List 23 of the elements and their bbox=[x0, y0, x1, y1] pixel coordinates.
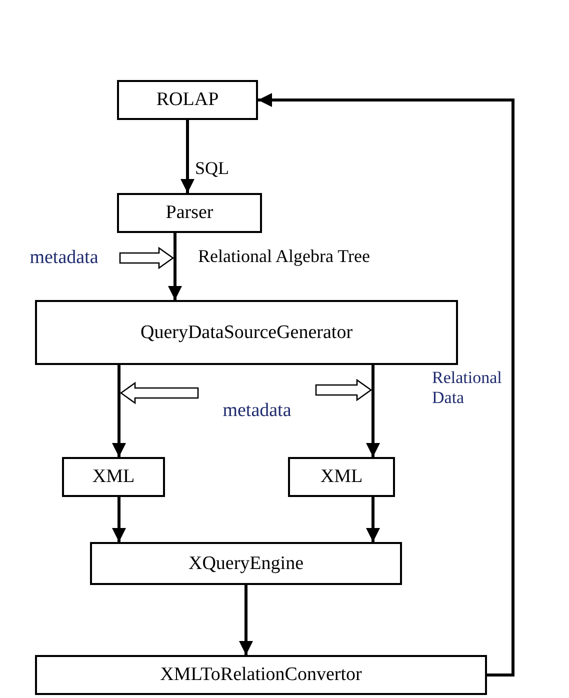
hollow-arrow bbox=[315, 378, 372, 402]
annotation-text: metadata bbox=[8, 245, 120, 271]
process-box: ROLAP bbox=[117, 80, 258, 120]
arrow bbox=[180, 120, 194, 193]
process-box: XML bbox=[288, 457, 395, 497]
edge-label: Relational Algebra Tree bbox=[198, 246, 370, 267]
hollow-arrow bbox=[119, 246, 174, 270]
arrow bbox=[168, 233, 182, 300]
arrow bbox=[112, 365, 126, 457]
process-box: Parser bbox=[117, 193, 262, 233]
arrow bbox=[258, 93, 514, 676]
process-box: QueryDataSourceGenerator bbox=[35, 300, 458, 365]
arrow bbox=[112, 497, 126, 542]
arrow bbox=[366, 365, 380, 457]
edge-label: Relational Data bbox=[432, 368, 503, 408]
process-box: XQueryEngine bbox=[90, 542, 402, 585]
process-box: XML bbox=[62, 457, 165, 497]
edge-label: SQL bbox=[195, 158, 230, 179]
process-box: XMLToRelationConvertor bbox=[35, 655, 487, 695]
arrow bbox=[366, 497, 380, 542]
arrow bbox=[239, 585, 253, 655]
annotation-text: metadata bbox=[198, 398, 316, 424]
hollow-arrow bbox=[120, 382, 199, 404]
